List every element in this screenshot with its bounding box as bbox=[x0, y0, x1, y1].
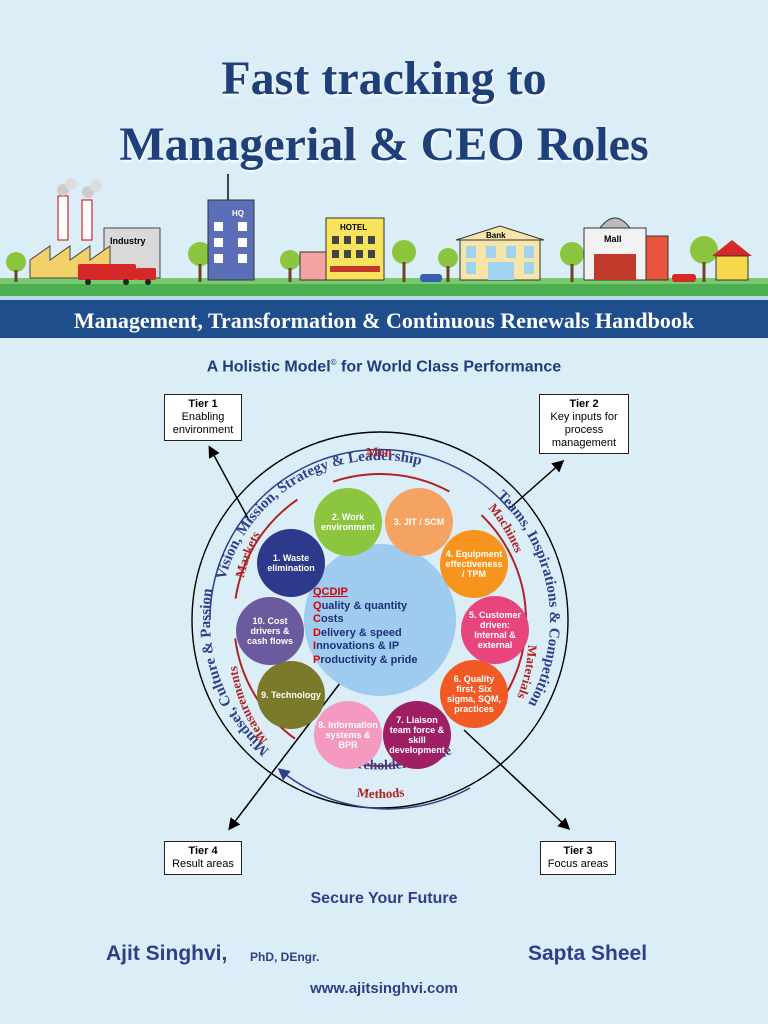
node-jit-scm: 3. JIT / SCM bbox=[385, 488, 453, 556]
handbook-banner: Management, Transformation & Continuous … bbox=[0, 296, 768, 338]
node-quality-first: 6. Quality first, Six sigma, SQM, practi… bbox=[440, 660, 508, 728]
author-name: Ajit Singhvi, bbox=[106, 942, 228, 965]
node-information-systems: 8. Information systems & BPR bbox=[314, 701, 382, 769]
model-subtitle: A Holistic Model© for World Class Perfor… bbox=[206, 358, 562, 376]
qcdip-core: QCDIP Quality & quantity Costs Delivery … bbox=[313, 586, 418, 666]
hq-label: HQ bbox=[232, 209, 244, 218]
node-work-environment: 2. Work environment bbox=[314, 488, 382, 556]
mall-building: Mall bbox=[583, 217, 669, 281]
factory-building: Industry bbox=[29, 178, 161, 285]
book-title-line-2: Managerial & CEO Roles bbox=[119, 118, 649, 171]
hotel-building: HOTEL bbox=[325, 217, 385, 281]
inner-ring-methods: Methods bbox=[356, 784, 405, 801]
industry-label: Industry bbox=[110, 236, 146, 246]
bank-label: Bank bbox=[486, 231, 506, 240]
node-liaison-team-force: 7. Liaison team force & skill developmen… bbox=[383, 701, 451, 769]
hq-building: HQ bbox=[207, 174, 255, 281]
node-equipment-effectiveness: 4. Equipment effectiveness / TPM bbox=[440, 530, 508, 598]
website-link[interactable]: www.ajitsinghvi.com bbox=[310, 980, 458, 997]
publisher-name: Sapta Sheel bbox=[528, 942, 648, 965]
node-customer-driven: 5. Customer driven: Internal & external bbox=[461, 596, 529, 664]
mall-label: Mall bbox=[604, 234, 622, 244]
tagline: Secure Your Future bbox=[310, 890, 458, 907]
book-title-line-1: Fast tracking to bbox=[221, 52, 547, 105]
house-building bbox=[712, 240, 752, 281]
node-technology: 9. Technology bbox=[257, 661, 325, 729]
inner-ring-men: Men bbox=[366, 444, 393, 460]
bank-building: Bank bbox=[455, 225, 545, 281]
author-credentials: PhD, DEngr. bbox=[250, 950, 320, 964]
hotel-label: HOTEL bbox=[340, 223, 367, 232]
city-skyline-illustration: Industry HQ HOTEL bbox=[0, 174, 768, 298]
node-cost-drivers: 10. Cost drivers & cash flows bbox=[236, 597, 304, 665]
node-waste-elimination: 1. Waste elimination bbox=[257, 529, 325, 597]
